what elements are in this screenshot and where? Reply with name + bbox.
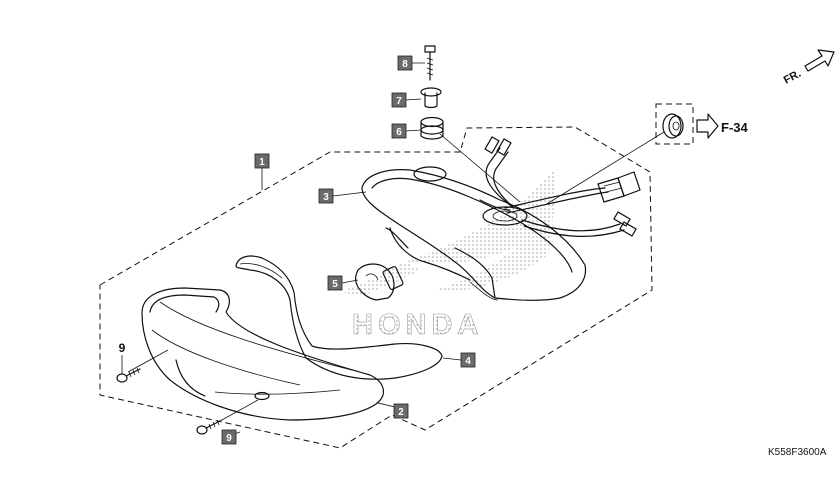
bulb [355, 263, 404, 301]
svg-text:5: 5 [332, 279, 338, 290]
svg-text:4: 4 [465, 356, 471, 367]
svg-text:FR.: FR. [782, 68, 803, 87]
screw-left [116, 367, 141, 383]
part-tag-3: 3 [318, 188, 334, 204]
bolt [424, 45, 436, 81]
front-indicator: FR. [782, 49, 835, 87]
reference-arrow [696, 113, 719, 139]
svg-text:6: 6 [396, 127, 402, 138]
part-tag-8: 8 [397, 55, 413, 71]
part-tag-4: 4 [460, 352, 476, 368]
svg-text:1: 1 [259, 157, 265, 168]
svg-text:7: 7 [396, 96, 402, 107]
honda-wing-watermark [340, 168, 556, 296]
reference-label: F-34 [721, 120, 749, 135]
part-tag-7: 7 [391, 92, 407, 108]
part-tag-6: 6 [391, 123, 407, 139]
collar [420, 87, 442, 109]
svg-text:8: 8 [402, 59, 408, 70]
screw-bottom [196, 419, 221, 435]
part-label-9: 9 [119, 341, 126, 355]
assembly-outline [99, 126, 653, 449]
part-tag-5: 5 [327, 275, 343, 291]
lens-gasket [235, 255, 443, 380]
part-tag-9: 9 [221, 429, 237, 445]
svg-text:HONDA: HONDA [352, 309, 483, 341]
taillight-lens [141, 287, 384, 421]
rubber-mount [420, 116, 444, 140]
svg-text:9: 9 [226, 433, 232, 444]
part-tag-1: 1 [254, 153, 270, 169]
wiring-harness [484, 136, 641, 237]
svg-text:3: 3 [323, 192, 329, 203]
taillight-housing [361, 166, 587, 301]
svg-text:2: 2 [398, 407, 404, 418]
part-tag-2: 2 [393, 403, 409, 419]
honda-wordmark-watermark: HONDA [352, 309, 483, 342]
drawing-code: K558F3600A [768, 447, 827, 458]
grommet-reference [655, 103, 694, 145]
